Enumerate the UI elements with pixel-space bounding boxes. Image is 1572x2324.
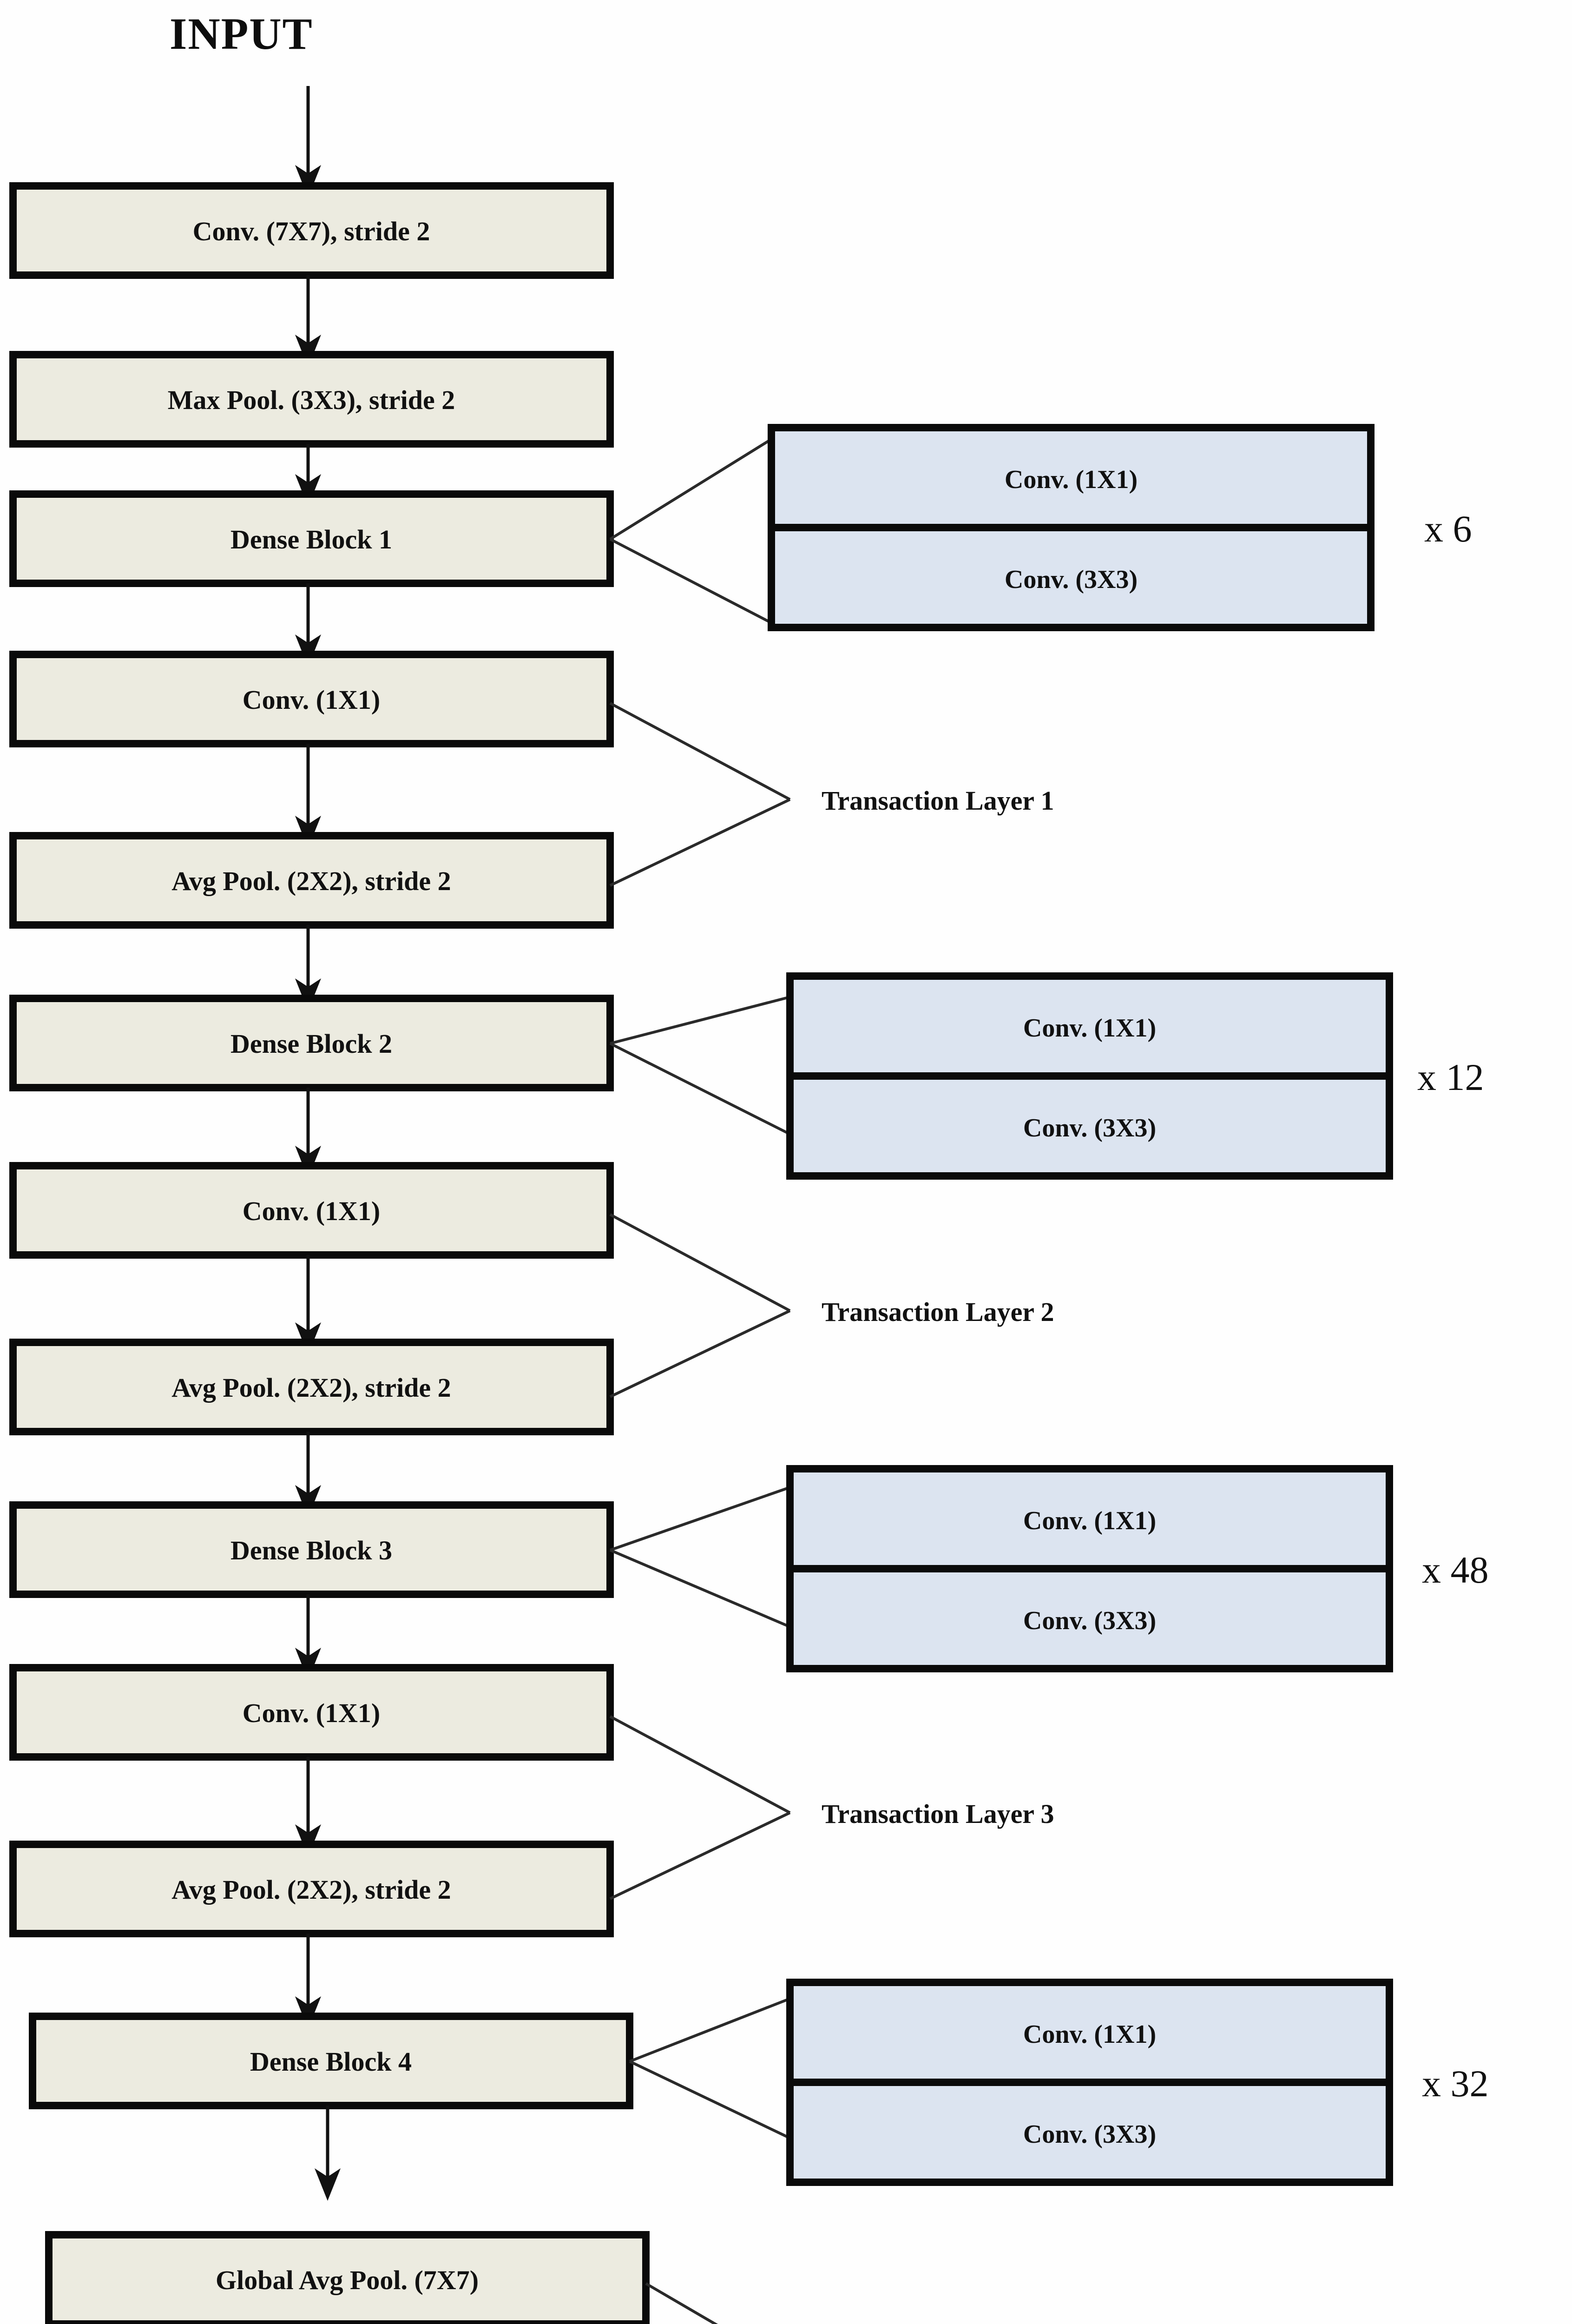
- main-box-conv1x1-b-label: Conv. (1X1): [243, 1196, 380, 1226]
- connector-denseblock2-bottom: [609, 1042, 791, 1136]
- connector-transition2-bottom: [609, 1309, 791, 1398]
- expansion-box-2-bottom-label: Conv. (3X3): [1023, 1114, 1156, 1142]
- main-box-denseblock3-label: Dense Block 3: [230, 1535, 392, 1565]
- connector-transition3-bottom: [609, 1811, 791, 1900]
- main-box-globalavgpool[interactable]: Global Avg Pool. (7X7): [45, 2231, 650, 2324]
- expansion-box-1[interactable]: Conv. (1X1) Conv. (3X3): [768, 424, 1375, 631]
- main-box-conv1x1-a-label: Conv. (1X1): [243, 685, 380, 715]
- connector-denseblock1-top: [609, 438, 772, 541]
- connector-denseblock3-bottom: [609, 1549, 791, 1628]
- main-box-avgpool-a-rect: [9, 832, 614, 929]
- connector-denseblock3-top: [610, 1486, 790, 1552]
- main-box-maxpool3x3-rect: [9, 351, 614, 448]
- group-label-transition2: Transaction Layer 2: [822, 1297, 1054, 1327]
- group-label-transition1: Transaction Layer 1: [822, 786, 1054, 816]
- main-box-globalavgpool-rect: [45, 2231, 650, 2324]
- expansion-3-repeat-label: x 48: [1422, 1549, 1489, 1591]
- dense-expansion-2: Conv. (1X1) Conv. (3X3) x 12: [609, 972, 1484, 1180]
- main-box-denseblock1[interactable]: Dense Block 1: [9, 490, 614, 587]
- main-box-denseblock4-label: Dense Block 4: [250, 2047, 412, 2077]
- connector-denseblock2-top: [610, 996, 790, 1045]
- group-brace-classification: Classification Layer: [645, 2282, 718, 2324]
- connector-classification-top: [645, 2282, 718, 2324]
- dense-expansion-4: Conv. (1X1) Conv. (3X3) x 32: [629, 1979, 1489, 2186]
- expansion-box-1-bottom-label: Conv. (3X3): [1005, 565, 1138, 594]
- main-box-avgpool-b[interactable]: Avg Pool. (2X2), stride 2: [9, 1339, 614, 1435]
- main-box-denseblock2-label: Dense Block 2: [230, 1029, 392, 1059]
- main-box-conv1x1-a-rect: [9, 651, 614, 747]
- group-label-transition3: Transaction Layer 3: [822, 1799, 1054, 1829]
- connector-transition1-bottom: [609, 798, 791, 887]
- main-box-avgpool-b-label: Avg Pool. (2X2), stride 2: [171, 1373, 451, 1403]
- expansion-box-3-bottom-label: Conv. (3X3): [1023, 1606, 1156, 1635]
- main-box-conv1x1-b[interactable]: Conv. (1X1): [9, 1162, 614, 1259]
- main-box-conv1x1-c-rect: [9, 1664, 614, 1761]
- main-box-avgpool-a[interactable]: Avg Pool. (2X2), stride 2: [9, 832, 614, 929]
- expansion-box-1-top-label: Conv. (1X1): [1005, 465, 1138, 494]
- expansion-1-repeat-label: x 6: [1424, 508, 1472, 550]
- connector-denseblock4-top: [629, 1997, 791, 2063]
- connector-transition2-top: [609, 1213, 791, 1312]
- main-box-denseblock3-rect: [9, 1501, 614, 1598]
- connector-transition1-top: [609, 702, 791, 801]
- group-brace-transition2: Transaction Layer 2: [609, 1213, 1054, 1398]
- expansion-box-2-top-label: Conv. (1X1): [1023, 1014, 1156, 1043]
- main-box-avgpool-a-label: Avg Pool. (2X2), stride 2: [171, 866, 451, 896]
- dense-expansion-3: Conv. (1X1) Conv. (3X3) x 48: [609, 1465, 1489, 1672]
- main-box-denseblock1-rect: [9, 490, 614, 587]
- main-box-conv7x7[interactable]: Conv. (7X7), stride 2: [9, 182, 614, 279]
- expansion-box-4-bottom-label: Conv. (3X3): [1023, 2120, 1156, 2149]
- group-brace-transition3: Transaction Layer 3: [609, 1715, 1054, 1900]
- main-box-maxpool3x3-label: Max Pool. (3X3), stride 2: [168, 385, 455, 415]
- expansion-box-2[interactable]: Conv. (1X1) Conv. (3X3): [786, 972, 1393, 1180]
- dense-expansion-1: Conv. (1X1) Conv. (3X3) x 6: [609, 424, 1472, 631]
- main-box-avgpool-b-rect: [9, 1339, 614, 1435]
- connector-denseblock1-bottom: [609, 538, 772, 624]
- expansion-box-3[interactable]: Conv. (1X1) Conv. (3X3): [786, 1465, 1393, 1672]
- main-box-denseblock4[interactable]: Dense Block 4: [29, 2013, 633, 2109]
- main-box-avgpool-c-label: Avg Pool. (2X2), stride 2: [171, 1875, 451, 1905]
- input-label: INPUT: [170, 9, 313, 59]
- main-box-denseblock2[interactable]: Dense Block 2: [9, 995, 614, 1091]
- main-box-conv7x7-label: Conv. (7X7), stride 2: [193, 216, 430, 246]
- main-box-denseblock1-label: Dense Block 1: [230, 524, 392, 555]
- expansion-box-4-top-label: Conv. (1X1): [1023, 2020, 1156, 2049]
- main-box-conv7x7-rect: [9, 182, 614, 279]
- main-box-maxpool3x3[interactable]: Max Pool. (3X3), stride 2: [9, 351, 614, 448]
- connector-denseblock4-bottom: [629, 2060, 791, 2139]
- expansion-4-repeat-label: x 32: [1422, 2062, 1489, 2105]
- main-box-avgpool-c-rect: [9, 1841, 614, 1937]
- group-brace-transition1: Transaction Layer 1: [609, 702, 1054, 887]
- connector-transition3-top: [609, 1715, 791, 1814]
- expansion-box-3-top-label: Conv. (1X1): [1023, 1506, 1156, 1535]
- main-box-conv1x1-a[interactable]: Conv. (1X1): [9, 651, 614, 747]
- main-box-denseblock2-rect: [9, 995, 614, 1091]
- expansion-box-4[interactable]: Conv. (1X1) Conv. (3X3): [786, 1979, 1393, 2186]
- main-box-conv1x1-b-rect: [9, 1162, 614, 1259]
- main-box-conv1x1-c-label: Conv. (1X1): [243, 1698, 380, 1728]
- expansion-2-repeat-label: x 12: [1417, 1056, 1484, 1098]
- main-box-denseblock3[interactable]: Dense Block 3: [9, 1501, 614, 1598]
- main-box-globalavgpool-label: Global Avg Pool. (7X7): [216, 2265, 479, 2295]
- main-box-avgpool-c[interactable]: Avg Pool. (2X2), stride 2: [9, 1841, 614, 1937]
- main-box-conv1x1-c[interactable]: Conv. (1X1): [9, 1664, 614, 1761]
